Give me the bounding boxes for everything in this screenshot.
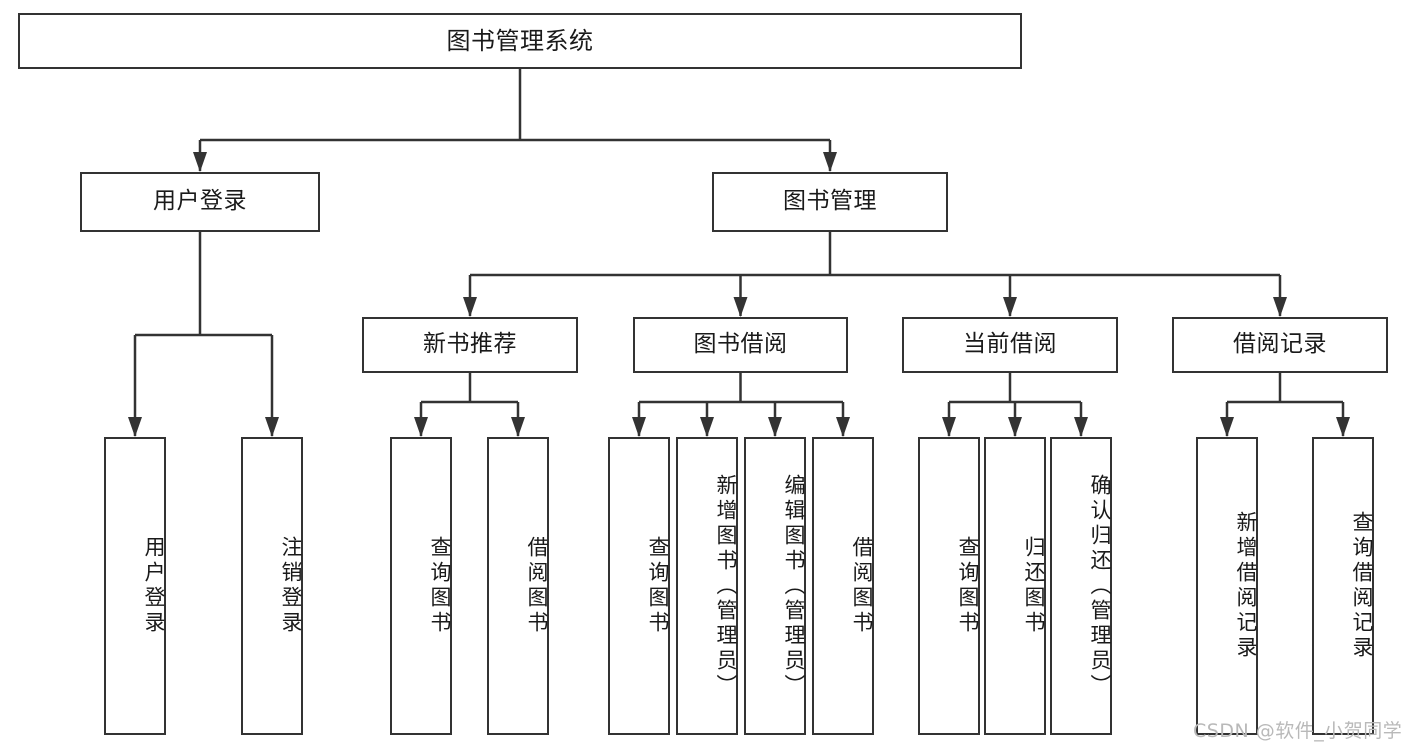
- arrowhead-icon: [1336, 417, 1350, 437]
- node-label: 编辑图书（管理员）: [782, 473, 806, 699]
- node-label: 用户登录: [142, 536, 166, 636]
- node-label: 当前借阅: [963, 331, 1057, 358]
- node-leaf-query-book-cur[interactable]: 查询图书: [918, 437, 980, 735]
- node-leaf-query-record[interactable]: 查询借阅记录: [1312, 437, 1374, 735]
- node-label: 查询图书: [956, 536, 980, 636]
- node-leaf-borrow-book-rec[interactable]: 借阅图书: [487, 437, 549, 735]
- arrowhead-icon: [265, 417, 279, 437]
- arrowhead-icon: [836, 417, 850, 437]
- node-label: 归还图书: [1022, 536, 1046, 636]
- arrowhead-icon: [463, 297, 477, 317]
- node-label: 图书管理系统: [446, 26, 594, 55]
- arrowhead-icon: [1273, 297, 1287, 317]
- arrowhead-icon: [128, 417, 142, 437]
- node-leaf-borrow-book[interactable]: 借阅图书: [812, 437, 874, 735]
- arrowhead-icon: [193, 152, 207, 172]
- node-leaf-add-book[interactable]: 新增图书（管理员）: [676, 437, 738, 735]
- node-leaf-return-book[interactable]: 归还图书: [984, 437, 1046, 735]
- node-label: 借阅图书: [525, 536, 549, 636]
- watermark-label: CSDN @软件_小贺同学: [1193, 720, 1403, 742]
- node-label: 用户登录: [153, 188, 247, 215]
- arrowhead-icon: [511, 417, 525, 437]
- node-root-system[interactable]: 图书管理系统: [18, 13, 1022, 69]
- node-leaf-user-logout[interactable]: 注销登录: [241, 437, 303, 735]
- node-label: 查询图书: [428, 536, 452, 636]
- arrowhead-icon: [1074, 417, 1088, 437]
- node-label: 借阅图书: [850, 536, 874, 636]
- node-leaf-edit-book[interactable]: 编辑图书（管理员）: [744, 437, 806, 735]
- node-label: 注销登录: [279, 536, 303, 636]
- arrowhead-icon: [1003, 297, 1017, 317]
- node-label: 确认归还（管理员）: [1088, 473, 1112, 699]
- node-label: 查询借阅记录: [1350, 511, 1374, 661]
- arrowhead-icon: [942, 417, 956, 437]
- node-leaf-add-record[interactable]: 新增借阅记录: [1196, 437, 1258, 735]
- node-leaf-user-login[interactable]: 用户登录: [104, 437, 166, 735]
- node-borrow-record[interactable]: 借阅记录: [1172, 317, 1388, 373]
- arrowhead-icon: [1220, 417, 1234, 437]
- node-current-borrow[interactable]: 当前借阅: [902, 317, 1118, 373]
- node-label: 新书推荐: [423, 331, 517, 358]
- arrowhead-icon: [632, 417, 646, 437]
- node-leaf-query-book-rec[interactable]: 查询图书: [390, 437, 452, 735]
- node-new-book-rec[interactable]: 新书推荐: [362, 317, 578, 373]
- node-user-login[interactable]: 用户登录: [80, 172, 320, 232]
- node-label: 借阅记录: [1233, 331, 1327, 358]
- node-leaf-query-book[interactable]: 查询图书: [608, 437, 670, 735]
- node-leaf-confirm-return[interactable]: 确认归还（管理员）: [1050, 437, 1112, 735]
- node-label: 图书管理: [783, 188, 877, 215]
- node-book-borrow[interactable]: 图书借阅: [633, 317, 848, 373]
- node-label: 图书借阅: [693, 331, 788, 358]
- arrowhead-icon: [700, 417, 714, 437]
- arrowhead-icon: [414, 417, 428, 437]
- arrowhead-icon: [823, 152, 837, 172]
- node-book-manage[interactable]: 图书管理: [712, 172, 948, 232]
- arrowhead-icon: [733, 297, 748, 317]
- node-label: 新增借阅记录: [1234, 511, 1258, 661]
- arrowhead-icon: [768, 417, 782, 437]
- node-label: 查询图书: [646, 536, 670, 636]
- arrowhead-icon: [1008, 417, 1022, 437]
- node-label: 新增图书（管理员）: [714, 473, 738, 699]
